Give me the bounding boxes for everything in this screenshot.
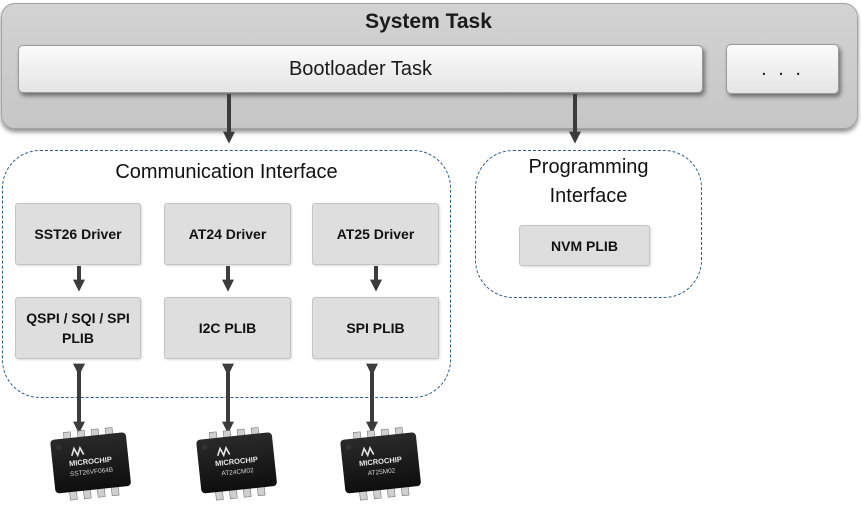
nvm-plib-box: NVM PLIB	[519, 225, 650, 266]
qspi-plib-box: QSPI / SQI / SPI PLIB	[15, 297, 141, 359]
at24-driver-box: AT24 Driver	[164, 203, 291, 265]
microchip-logo-icon	[71, 445, 85, 458]
other-tasks-label: . . .	[761, 57, 804, 80]
system-task-title: System Task	[365, 10, 492, 33]
programming-interface-title: Programming Interface	[475, 153, 702, 211]
chip-part-number: AT25M02	[367, 467, 396, 477]
at25-driver-label: AT25 Driver	[336, 226, 415, 242]
spi-plib-label: SPI PLIB	[346, 320, 405, 336]
nvm-plib-label: NVM PLIB	[551, 237, 618, 254]
chip-at25m02: MICROCHIP AT25M02	[340, 427, 421, 501]
sst26-driver-box: SST26 Driver	[15, 203, 141, 265]
chip-part-number: AT24CM02	[221, 467, 254, 477]
microchip-logo-icon	[217, 445, 231, 458]
bootloader-task-label: Bootloader Task	[288, 57, 433, 80]
chip-at24cm02: MICROCHIP AT24CM02	[196, 427, 277, 501]
communication-interface-group	[2, 150, 451, 398]
qspi-plib-label: QSPI / SQI / SPI PLIB	[26, 310, 130, 346]
at24-driver-label: AT24 Driver	[188, 226, 267, 242]
chip-sst26vf064b: MICROCHIP SST26VF064B	[50, 427, 131, 501]
i2c-plib-label: I2C PLIB	[198, 320, 257, 336]
chip-brand: MICROCHIP	[359, 455, 403, 468]
communication-interface-title: Communication Interface	[115, 161, 338, 183]
spi-plib-box: SPI PLIB	[312, 297, 439, 359]
programming-interface-group	[475, 150, 702, 298]
chip-brand: MICROCHIP	[69, 455, 113, 468]
sst26-driver-label: SST26 Driver	[34, 226, 122, 242]
programming-interface-title-text: Programming Interface	[528, 156, 649, 207]
i2c-plib-box: I2C PLIB	[164, 297, 291, 359]
at25-driver-box: AT25 Driver	[312, 203, 439, 265]
chip-part-number: SST26VF064B	[70, 467, 114, 478]
chip-brand: MICROCHIP	[215, 455, 259, 468]
other-tasks-box: . . .	[726, 44, 839, 94]
bootloader-task-bar: Bootloader Task	[18, 45, 703, 93]
microchip-logo-icon	[361, 445, 375, 458]
